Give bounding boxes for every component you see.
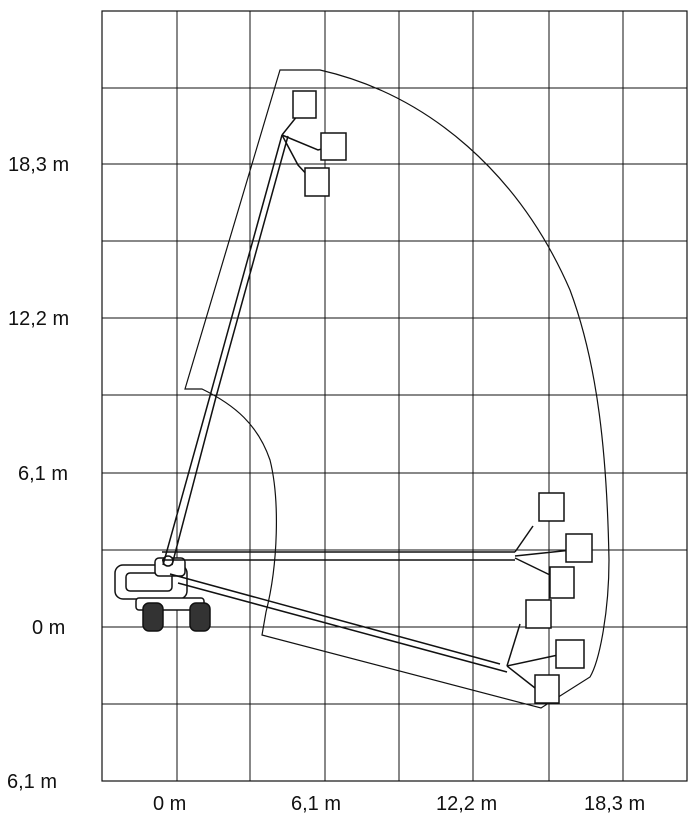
basket-top-2 <box>320 132 347 161</box>
y-tick-label: 6,1 m <box>7 771 57 793</box>
boom-vertical-inner <box>171 135 289 566</box>
basket-low-3 <box>534 674 560 704</box>
boom-vertical <box>162 90 347 566</box>
x-tick-label: 6,1 m <box>291 793 341 815</box>
boom-down-jib-3 <box>506 665 536 689</box>
boom-horizontal <box>162 492 593 599</box>
boom-down-jib-1 <box>506 623 521 667</box>
basket-low-1 <box>525 599 552 629</box>
boom-down-inner <box>177 582 508 673</box>
y-axis-labels: 18,3 m 12,2 m 6,1 m 0 m 6,1 m <box>7 154 69 793</box>
y-tick-label: 0 m <box>32 617 65 639</box>
basket-low-2 <box>555 639 585 669</box>
x-axis-labels: 0 m 6,1 m 12,2 m 18,3 m <box>153 793 645 815</box>
y-tick-label: 12,2 m <box>8 308 69 330</box>
machine-wheels <box>142 602 211 632</box>
lift-machine <box>114 555 211 632</box>
boom-horizontal-jib-3 <box>514 557 551 576</box>
working-envelope <box>184 69 610 709</box>
boom-down-jib-2 <box>506 654 559 667</box>
plot-frame <box>101 10 688 782</box>
wheel-right <box>189 602 211 632</box>
y-tick-label: 18,3 m <box>8 154 69 176</box>
boom-down <box>169 573 585 704</box>
boom-horizontal-jib-2 <box>514 549 573 557</box>
boom-down-main <box>169 573 501 665</box>
machine-cab <box>125 572 173 592</box>
grid <box>102 11 687 781</box>
basket-top-1 <box>292 90 317 119</box>
boom-vertical-main <box>162 134 283 566</box>
x-tick-label: 12,2 m <box>436 793 497 815</box>
x-tick-label: 18,3 m <box>584 793 645 815</box>
basket-mid-3 <box>549 566 575 599</box>
boom-horizontal-jib-1 <box>514 525 534 553</box>
basket-mid-2 <box>565 533 593 563</box>
basket-mid-1 <box>538 492 565 522</box>
y-tick-label: 6,1 m <box>18 463 68 485</box>
basket-top-3 <box>304 167 330 197</box>
x-tick-label: 0 m <box>153 793 186 815</box>
wheel-left <box>142 602 164 632</box>
